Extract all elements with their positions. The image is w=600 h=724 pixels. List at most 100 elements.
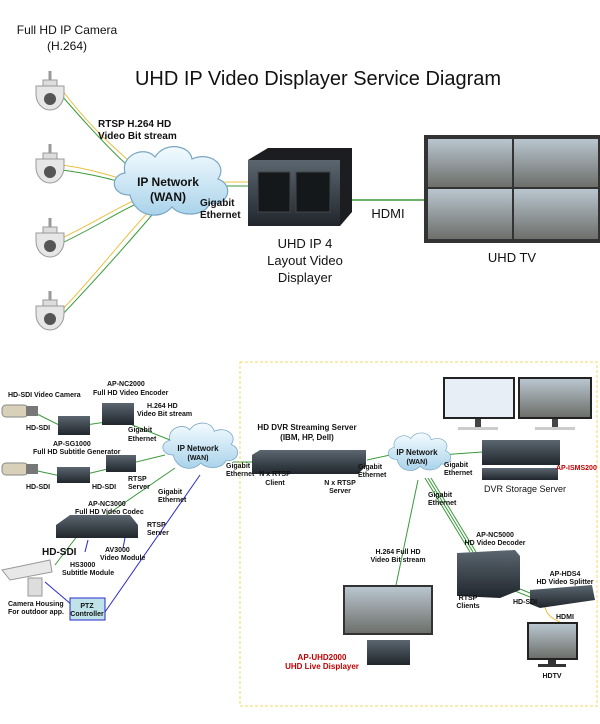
hdsdi-label-2: HD-SDI <box>26 484 50 491</box>
dome-camera-icon <box>35 143 65 184</box>
subtitle-device <box>57 467 90 483</box>
displayer-label: UHD IP 4 <box>278 236 333 251</box>
av3000-label: AV3000 <box>105 547 130 554</box>
rtsp-server-label-b2: Server <box>147 530 169 537</box>
encoder-device <box>106 455 136 472</box>
cloud-label-2: (WAN) <box>150 190 186 204</box>
box-camera-icon <box>1 404 38 418</box>
cloud-label: IP Network <box>137 175 199 189</box>
sg1000-device <box>58 416 90 435</box>
rack-server-icon <box>248 148 352 226</box>
gigabit-label-left-2: Ethernet <box>226 471 255 478</box>
gigabit-label-2: Ethernet <box>200 210 241 221</box>
dvr-storage-rack <box>482 468 558 480</box>
housing-label: Camera Housing <box>8 601 64 608</box>
hdmi-label: HDMI <box>556 614 574 621</box>
nc2000-device <box>102 403 134 425</box>
box-camera-icon <box>1 462 38 476</box>
nc2000-label: AP-NC2000 <box>107 381 145 388</box>
av3000-desc: Video Module <box>100 555 145 562</box>
rtsp-server-label: RTSP <box>128 476 147 483</box>
cloud-label-2: (WAN) <box>188 455 209 462</box>
rtsp-server-label: N x RTSP <box>324 480 356 487</box>
hds4-splitter <box>530 585 595 608</box>
dvr-storage-label: DVR Storage Server <box>484 484 566 494</box>
cloud-label: IP Network <box>396 448 438 457</box>
rtsp-clients-label-2: Clients <box>456 603 479 610</box>
hds4-label: AP-HDS4 <box>550 571 581 578</box>
gigabit-label-b2: Ethernet <box>444 470 473 477</box>
outdoor-camera-housing-icon <box>1 559 53 597</box>
gigabit-label-b: Gigabit <box>444 462 469 469</box>
camera-label-codec: (H.264) <box>47 39 87 53</box>
gigabit-label-1: Gigabit <box>128 427 153 434</box>
ptz-controller <box>69 597 106 621</box>
sg1000-label: AP-SG1000 <box>53 441 91 448</box>
hdtv-label: HDTV <box>542 673 561 680</box>
diagram-title: UHD IP Video Displayer Service Diagram <box>135 68 501 90</box>
cloud-label: IP Network <box>177 444 219 453</box>
housing-label-2: For outdoor app. <box>8 609 64 616</box>
h264-full-label: H.264 Full HD <box>375 549 420 556</box>
nc5000-decoder <box>457 550 520 598</box>
hdtv-icon <box>527 622 578 667</box>
gigabit-label-2b: Ethernet <box>158 497 187 504</box>
dome-camera-icon <box>35 217 65 258</box>
rtsp-client-label-2: Client <box>265 480 285 487</box>
nc3000-device <box>56 515 138 538</box>
rtsp-client-label: N x RTSP <box>259 471 291 478</box>
uhd2000-label: AP-UHD2000 <box>298 653 347 662</box>
h264-stream-label: H.264 HD <box>147 403 178 410</box>
rtsp-server-label-2: Server <box>128 484 150 491</box>
hds4-desc: HD Video Splitter <box>536 579 593 586</box>
stream-label: RTSP H.264 HD <box>98 119 171 130</box>
hdsdi-label-big: HD-SDI <box>42 547 77 558</box>
nc3000-desc: Full HD Video Codec <box>75 509 144 516</box>
ptz-label-2: Controller <box>70 611 104 618</box>
hdsdi-camera-label: HD-SDI Video Camera <box>8 392 81 399</box>
dome-camera-icon <box>35 290 65 331</box>
gigabit-label-2: Gigabit <box>158 489 183 496</box>
nc5000-label: AP-NC5000 <box>476 532 514 539</box>
stream-label-2: Video Bit stream <box>98 131 177 142</box>
uhd2000-desc: UHD Live Displayer <box>285 662 359 671</box>
rtsp-server-label-b: RTSP <box>147 522 166 529</box>
dome-camera-icon <box>35 70 65 111</box>
uhd-live-displayer-icon <box>343 585 433 665</box>
sg1000-desc: Full HD Subtitle Generator <box>33 449 121 456</box>
rtsp-server-label-2: Server <box>329 488 351 495</box>
h264-full-label-2: Video Bit stream <box>370 557 425 564</box>
hs3000-desc: Subtitle Module <box>62 570 114 577</box>
dvr-server-label-2: (IBM, HP, Dell) <box>280 433 334 442</box>
h264-stream-label-2: Video Bit stream <box>137 411 192 418</box>
gigabit-label-a2: Ethernet <box>358 472 387 479</box>
nc3000-label: AP-NC3000 <box>88 501 126 508</box>
gigabit-label-c2: Ethernet <box>428 500 457 507</box>
gigabit-label: Gigabit <box>200 198 235 209</box>
uhd-tv-label: UHD TV <box>488 250 536 265</box>
ptz-label: PTZ <box>80 603 94 610</box>
nc5000-desc: HD Video Decoder <box>465 540 526 547</box>
monitors-icon <box>443 377 592 430</box>
gigabit-label-1b: Ethernet <box>128 436 157 443</box>
isms200-label: AP-ISMS200 <box>556 465 597 472</box>
hs3000-label: HS3000 <box>70 562 95 569</box>
hdsdi-label: HD-SDI <box>513 599 537 606</box>
gigabit-label-left: Gigabit <box>226 463 251 470</box>
camera-label: Full HD IP Camera <box>17 23 118 37</box>
displayer-label-2: Layout Video <box>267 253 343 268</box>
uhd-tv-icon <box>424 135 600 243</box>
rtsp-clients-label: RTSP <box>459 595 478 602</box>
dvr-server-label: HD DVR Streaming Server <box>257 423 356 432</box>
cloud-label-2: (WAN) <box>407 459 428 466</box>
dashed-region <box>239 361 598 707</box>
gigabit-label-a: Gigabit <box>358 464 383 471</box>
displayer-label-3: Displayer <box>278 270 333 285</box>
nc2000-desc: Full HD Video Encoder <box>93 390 169 397</box>
dvr-streaming-server <box>252 450 366 474</box>
gigabit-label-c: Gigabit <box>428 492 453 499</box>
hdsdi-label-3: HD-SDI <box>92 484 116 491</box>
hdsdi-label-1: HD-SDI <box>26 425 50 432</box>
